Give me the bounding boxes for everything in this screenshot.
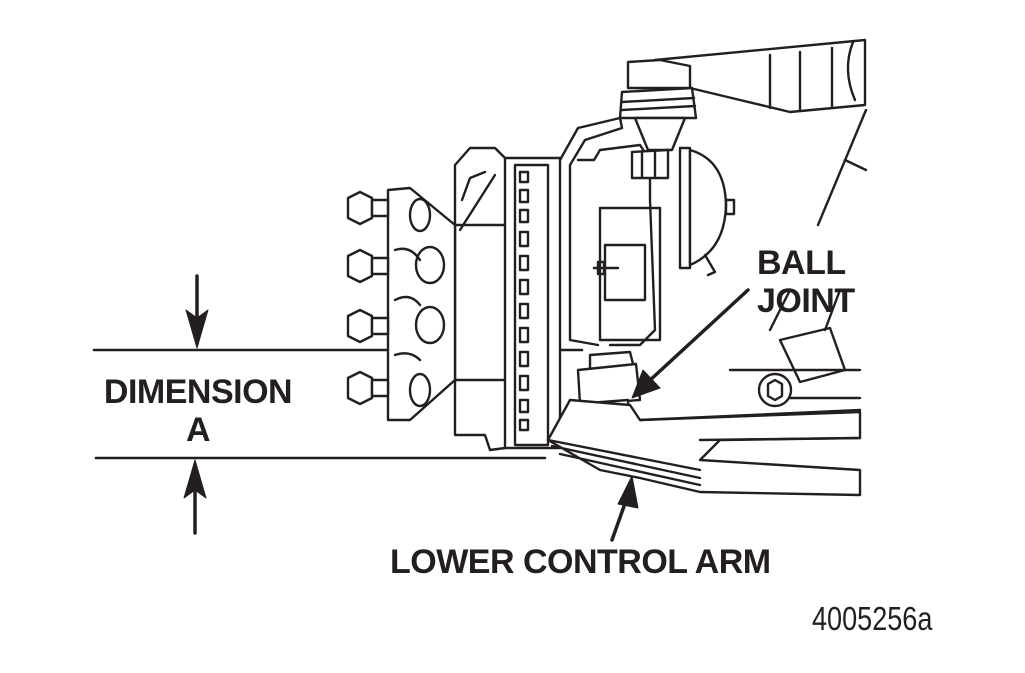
wheel-hub (386, 186, 507, 422)
wheel-nut (346, 190, 390, 226)
figure-id: 4005256a (812, 600, 933, 637)
dimension-a-label: DIMENSION A (88, 375, 308, 447)
dimension-a-label-line2: A (185, 411, 211, 449)
brake-caliper (453, 146, 507, 452)
lower-control-arm-label: LOWER CONTROL ARM (390, 543, 771, 581)
ball-joint-label: BALL JOINT (757, 246, 855, 318)
shock-absorber (728, 288, 862, 408)
dimension-arrow-down (185, 274, 209, 349)
ball-joint-label-line1: BALL (757, 244, 846, 282)
wheel-nuts (346, 190, 390, 406)
lower-control-arm (546, 398, 862, 497)
brake-rotor (500, 156, 562, 450)
dimension-a-label-line1: DIMENSION (103, 373, 293, 411)
lower-control-arm-leader (610, 475, 639, 542)
wheel-nut (346, 370, 390, 406)
dimension-arrow-up (183, 459, 207, 535)
brake-chamber (630, 146, 736, 277)
upper-control-arm (618, 38, 868, 227)
ball-joint-leader (631, 288, 750, 399)
rotor-vent-slots (518, 170, 530, 432)
wheel-nut (346, 248, 390, 284)
wheel-nut (346, 308, 390, 344)
steering-knuckle (558, 116, 662, 347)
ball-joint-label-line2: JOINT (757, 282, 855, 320)
